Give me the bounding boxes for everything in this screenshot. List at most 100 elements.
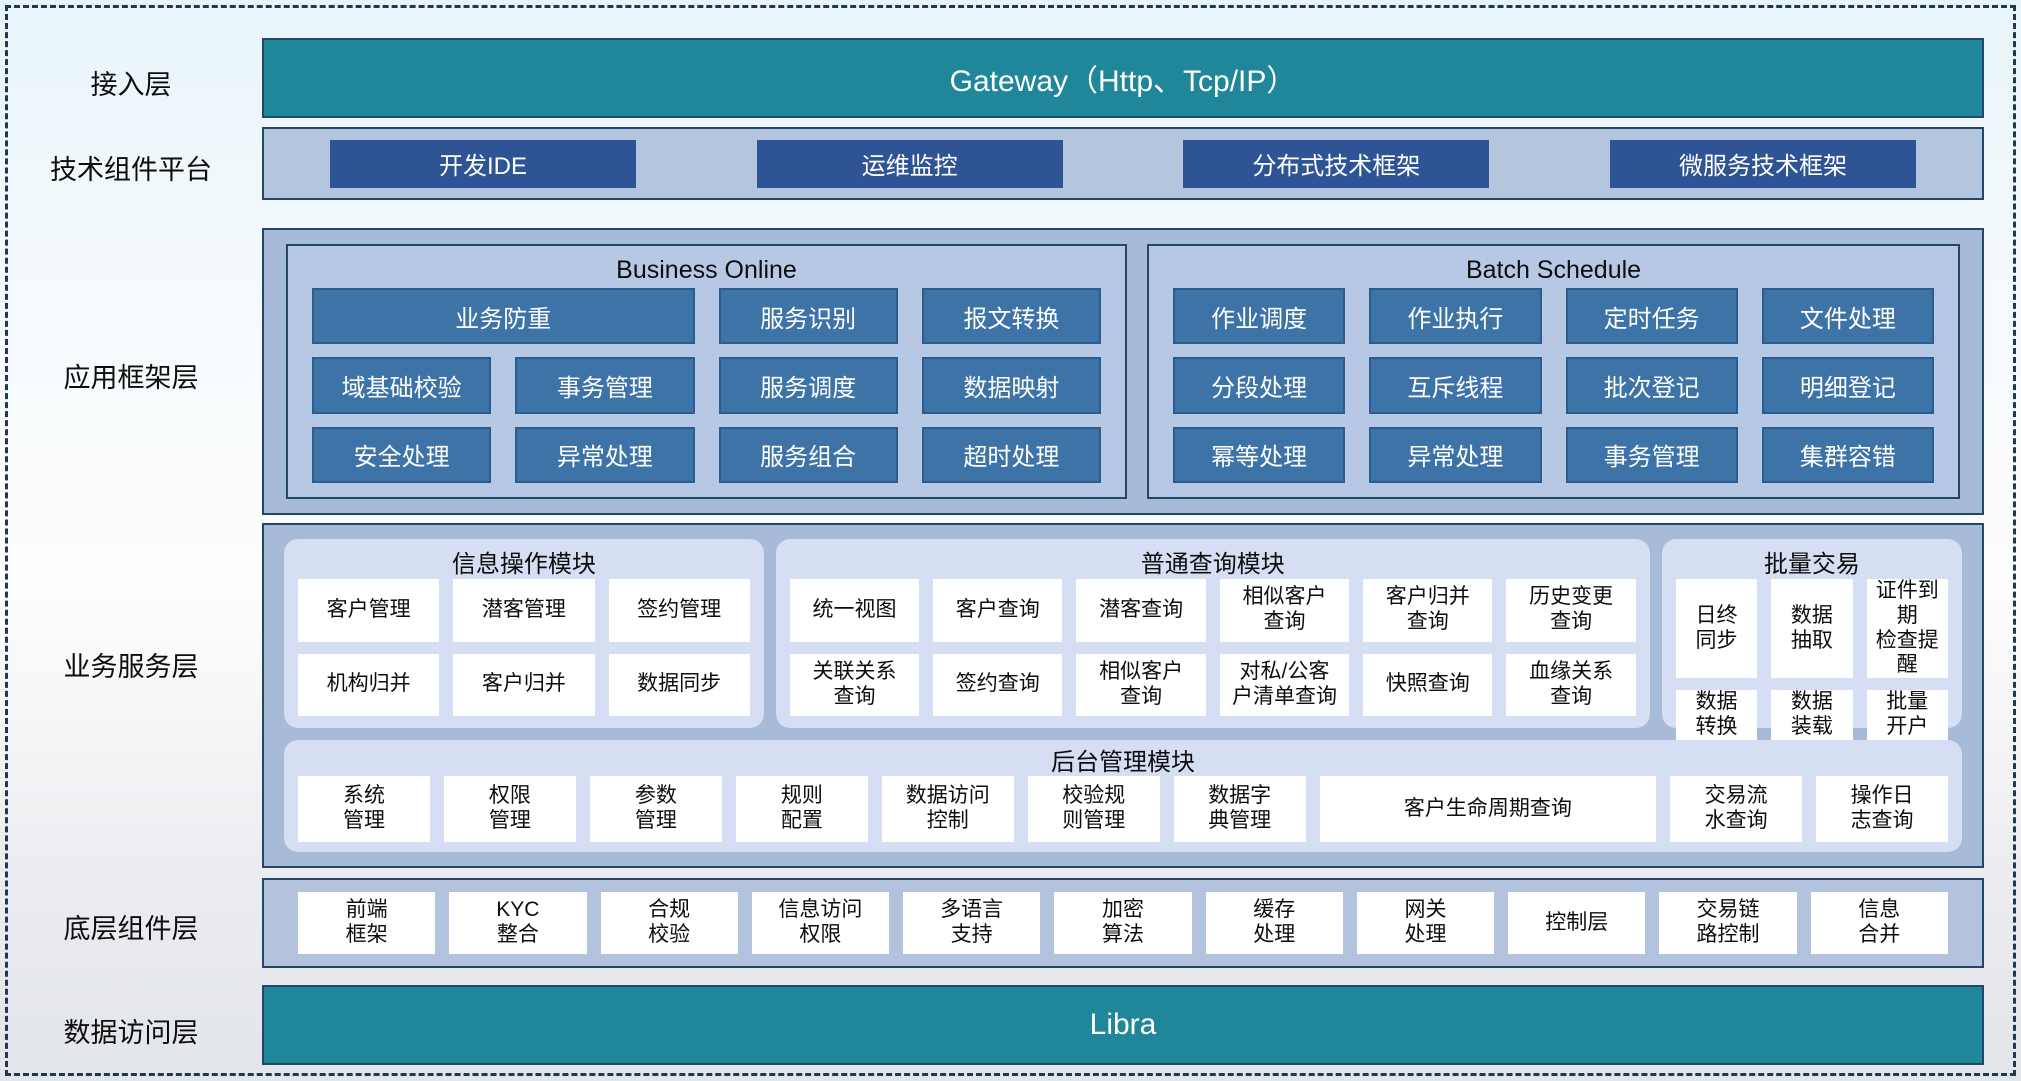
layer-label-data: 数据访问层 bbox=[63, 1018, 199, 1048]
service-feature-cell: 统一视图 bbox=[789, 579, 920, 642]
bottom-component-cell: 交易链 路控制 bbox=[1659, 892, 1797, 954]
service-feature-cell: 快照查询 bbox=[1363, 653, 1493, 716]
admin-feature-cell: 数据字 典管理 bbox=[1173, 776, 1306, 842]
bottom-component-cell: 控制层 bbox=[1508, 892, 1646, 954]
service-feature-cell: 客户管理 bbox=[298, 579, 440, 642]
admin-feature-cell: 系统 管理 bbox=[298, 776, 430, 842]
batch-schedule-panel: Batch Schedule 作业调度作业执行定时任务文件处理分段处理互斥线程批… bbox=[1147, 244, 1960, 499]
service-feature-cell: 日终 同步 bbox=[1675, 579, 1758, 679]
service-feature-cell: 数据同步 bbox=[608, 653, 750, 716]
framework-feature-box: 超时处理 bbox=[921, 426, 1101, 483]
libra-bar: Libra bbox=[262, 985, 1984, 1065]
info-operation-title: 信息操作模块 bbox=[451, 550, 596, 578]
info-operation-module: 信息操作模块 客户管理潜客管理签约管理机构归并客户归并数据同步 bbox=[284, 539, 764, 728]
framework-feature-box: 事务管理 bbox=[1565, 426, 1738, 483]
framework-feature-box: 事务管理 bbox=[515, 357, 695, 414]
tech-component-box: 微服务技术框架 bbox=[1609, 139, 1916, 188]
framework-feature-box: 服务组合 bbox=[718, 426, 898, 483]
bottom-component-cell: KYC 整合 bbox=[449, 892, 587, 954]
info-operation-grid: 客户管理潜客管理签约管理机构归并客户归并数据同步 bbox=[298, 579, 750, 716]
tech-component-box: 开发IDE bbox=[330, 139, 636, 188]
layer-label-tech: 技术组件平台 bbox=[50, 155, 212, 185]
service-feature-cell: 潜客查询 bbox=[1076, 579, 1206, 642]
admin-feature-cell: 校验规 则管理 bbox=[1027, 776, 1160, 842]
framework-feature-box: 作业执行 bbox=[1369, 288, 1542, 345]
business-service-modules-row: 信息操作模块 客户管理潜客管理签约管理机构归并客户归并数据同步 普通查询模块 统… bbox=[284, 539, 1962, 740]
framework-feature-box: 服务识别 bbox=[718, 288, 898, 345]
admin-feature-cell: 数据访问 控制 bbox=[881, 776, 1014, 842]
business-online-grid: 业务防重服务识别报文转换域基础校验事务管理服务调度数据映射安全处理异常处理服务组… bbox=[312, 288, 1101, 483]
framework-feature-box: 异常处理 bbox=[1369, 426, 1542, 483]
service-feature-cell: 证件到期 检查提醒 bbox=[1866, 579, 1948, 679]
layer-label-biz: 业务服务层 bbox=[63, 652, 199, 682]
batch-trade-title: 批量交易 bbox=[1763, 550, 1860, 578]
business-service-box: 信息操作模块 客户管理潜客管理签约管理机构归并客户归并数据同步 普通查询模块 统… bbox=[262, 523, 1984, 868]
service-feature-cell: 机构归并 bbox=[298, 653, 440, 716]
service-feature-cell: 客户归并 bbox=[453, 653, 595, 716]
gateway-bar: Gateway（Http、Tcp/IP） bbox=[262, 38, 1984, 118]
framework-feature-box: 业务防重 bbox=[312, 288, 695, 345]
framework-feature-box: 服务调度 bbox=[718, 357, 898, 414]
admin-feature-cell: 权限 管理 bbox=[443, 776, 576, 842]
common-query-module: 普通查询模块 统一视图客户查询潜客查询相似客户 查询客户归并 查询历史变更 查询… bbox=[775, 539, 1650, 728]
bottom-component-cell: 信息访问 权限 bbox=[751, 892, 890, 954]
framework-feature-box: 明细登记 bbox=[1761, 357, 1934, 414]
service-feature-cell: 数据 抽取 bbox=[1771, 579, 1853, 679]
service-feature-cell: 签约管理 bbox=[608, 579, 750, 642]
business-online-panel: Business Online 业务防重服务识别报文转换域基础校验事务管理服务调… bbox=[286, 244, 1127, 499]
framework-feature-box: 集群容错 bbox=[1761, 426, 1934, 483]
backend-admin-module: 后台管理模块 系统 管理权限 管理参数 管理规则 配置数据访问 控制校验规 则管… bbox=[284, 740, 1962, 852]
batch-trade-grid: 日终 同步数据 抽取证件到期 检查提醒数据 转换数据 装载批量 开户 bbox=[1675, 579, 1948, 740]
framework-feature-box: 批次登记 bbox=[1565, 357, 1738, 414]
service-feature-cell: 血缘关系 查询 bbox=[1506, 653, 1636, 716]
bottom-component-cell: 加密 算法 bbox=[1054, 892, 1192, 954]
app-framework-box: Business Online 业务防重服务识别报文转换域基础校验事务管理服务调… bbox=[262, 228, 1984, 515]
bottom-component-cell: 信息 合并 bbox=[1810, 892, 1948, 954]
framework-feature-box: 文件处理 bbox=[1761, 288, 1934, 345]
bottom-component-cell: 多语言 支持 bbox=[903, 892, 1041, 954]
service-feature-cell: 数据 装载 bbox=[1771, 690, 1853, 740]
admin-feature-cell: 操作日 志查询 bbox=[1816, 776, 1949, 842]
gateway-bar-label: Gateway（Http、Tcp/IP） bbox=[949, 65, 1297, 98]
libra-bar-label: Libra bbox=[1089, 1008, 1157, 1041]
framework-feature-box: 幂等处理 bbox=[1173, 426, 1346, 483]
admin-feature-cell: 客户生命周期查询 bbox=[1319, 776, 1657, 842]
service-feature-cell: 客户归并 查询 bbox=[1363, 579, 1493, 642]
batch-trade-module: 批量交易 日终 同步数据 抽取证件到期 检查提醒数据 转换数据 装载批量 开户 bbox=[1661, 539, 1962, 740]
layer-label-access: 接入层 bbox=[90, 70, 172, 100]
layer-label-app: 应用框架层 bbox=[63, 363, 199, 393]
framework-feature-box: 定时任务 bbox=[1565, 288, 1738, 345]
backend-admin-title: 后台管理模块 bbox=[1051, 748, 1195, 776]
bottom-component-cell: 网关 处理 bbox=[1356, 892, 1495, 954]
batch-schedule-title: Batch Schedule bbox=[1465, 255, 1642, 284]
framework-feature-box: 安全处理 bbox=[312, 426, 492, 483]
framework-feature-box: 报文转换 bbox=[921, 288, 1101, 345]
layer-label-bottom: 底层组件层 bbox=[63, 914, 199, 944]
service-feature-cell: 潜客管理 bbox=[453, 579, 595, 642]
tech-component-box: 分布式技术框架 bbox=[1183, 139, 1490, 188]
bottom-component-cell: 合规 校验 bbox=[600, 892, 738, 954]
bottom-component-cell: 缓存 处理 bbox=[1205, 892, 1343, 954]
framework-feature-box: 异常处理 bbox=[515, 426, 695, 483]
framework-feature-box: 域基础校验 bbox=[312, 357, 492, 414]
service-feature-cell: 关联关系 查询 bbox=[789, 653, 920, 716]
service-feature-cell: 历史变更 查询 bbox=[1506, 579, 1636, 642]
service-feature-cell: 数据 转换 bbox=[1675, 690, 1758, 740]
admin-feature-cell: 交易流 水查询 bbox=[1670, 776, 1803, 842]
framework-feature-box: 分段处理 bbox=[1173, 357, 1346, 414]
framework-feature-box: 作业调度 bbox=[1173, 288, 1346, 345]
admin-feature-cell: 规则 配置 bbox=[735, 776, 868, 842]
service-feature-cell: 批量 开户 bbox=[1866, 690, 1948, 740]
service-feature-cell: 相似客户 查询 bbox=[1076, 653, 1206, 716]
tech-component-box: 运维监控 bbox=[756, 139, 1063, 188]
service-feature-cell: 客户查询 bbox=[933, 579, 1063, 642]
common-query-title: 普通查询模块 bbox=[1140, 550, 1285, 578]
backend-admin-row: 系统 管理权限 管理参数 管理规则 配置数据访问 控制校验规 则管理数据字 典管… bbox=[298, 776, 1949, 842]
business-online-title: Business Online bbox=[616, 255, 797, 284]
framework-feature-box: 互斥线程 bbox=[1369, 357, 1542, 414]
framework-feature-box: 数据映射 bbox=[921, 357, 1101, 414]
batch-schedule-grid: 作业调度作业执行定时任务文件处理分段处理互斥线程批次登记明细登记幂等处理异常处理… bbox=[1173, 288, 1934, 483]
service-feature-cell: 相似客户 查询 bbox=[1219, 579, 1350, 642]
